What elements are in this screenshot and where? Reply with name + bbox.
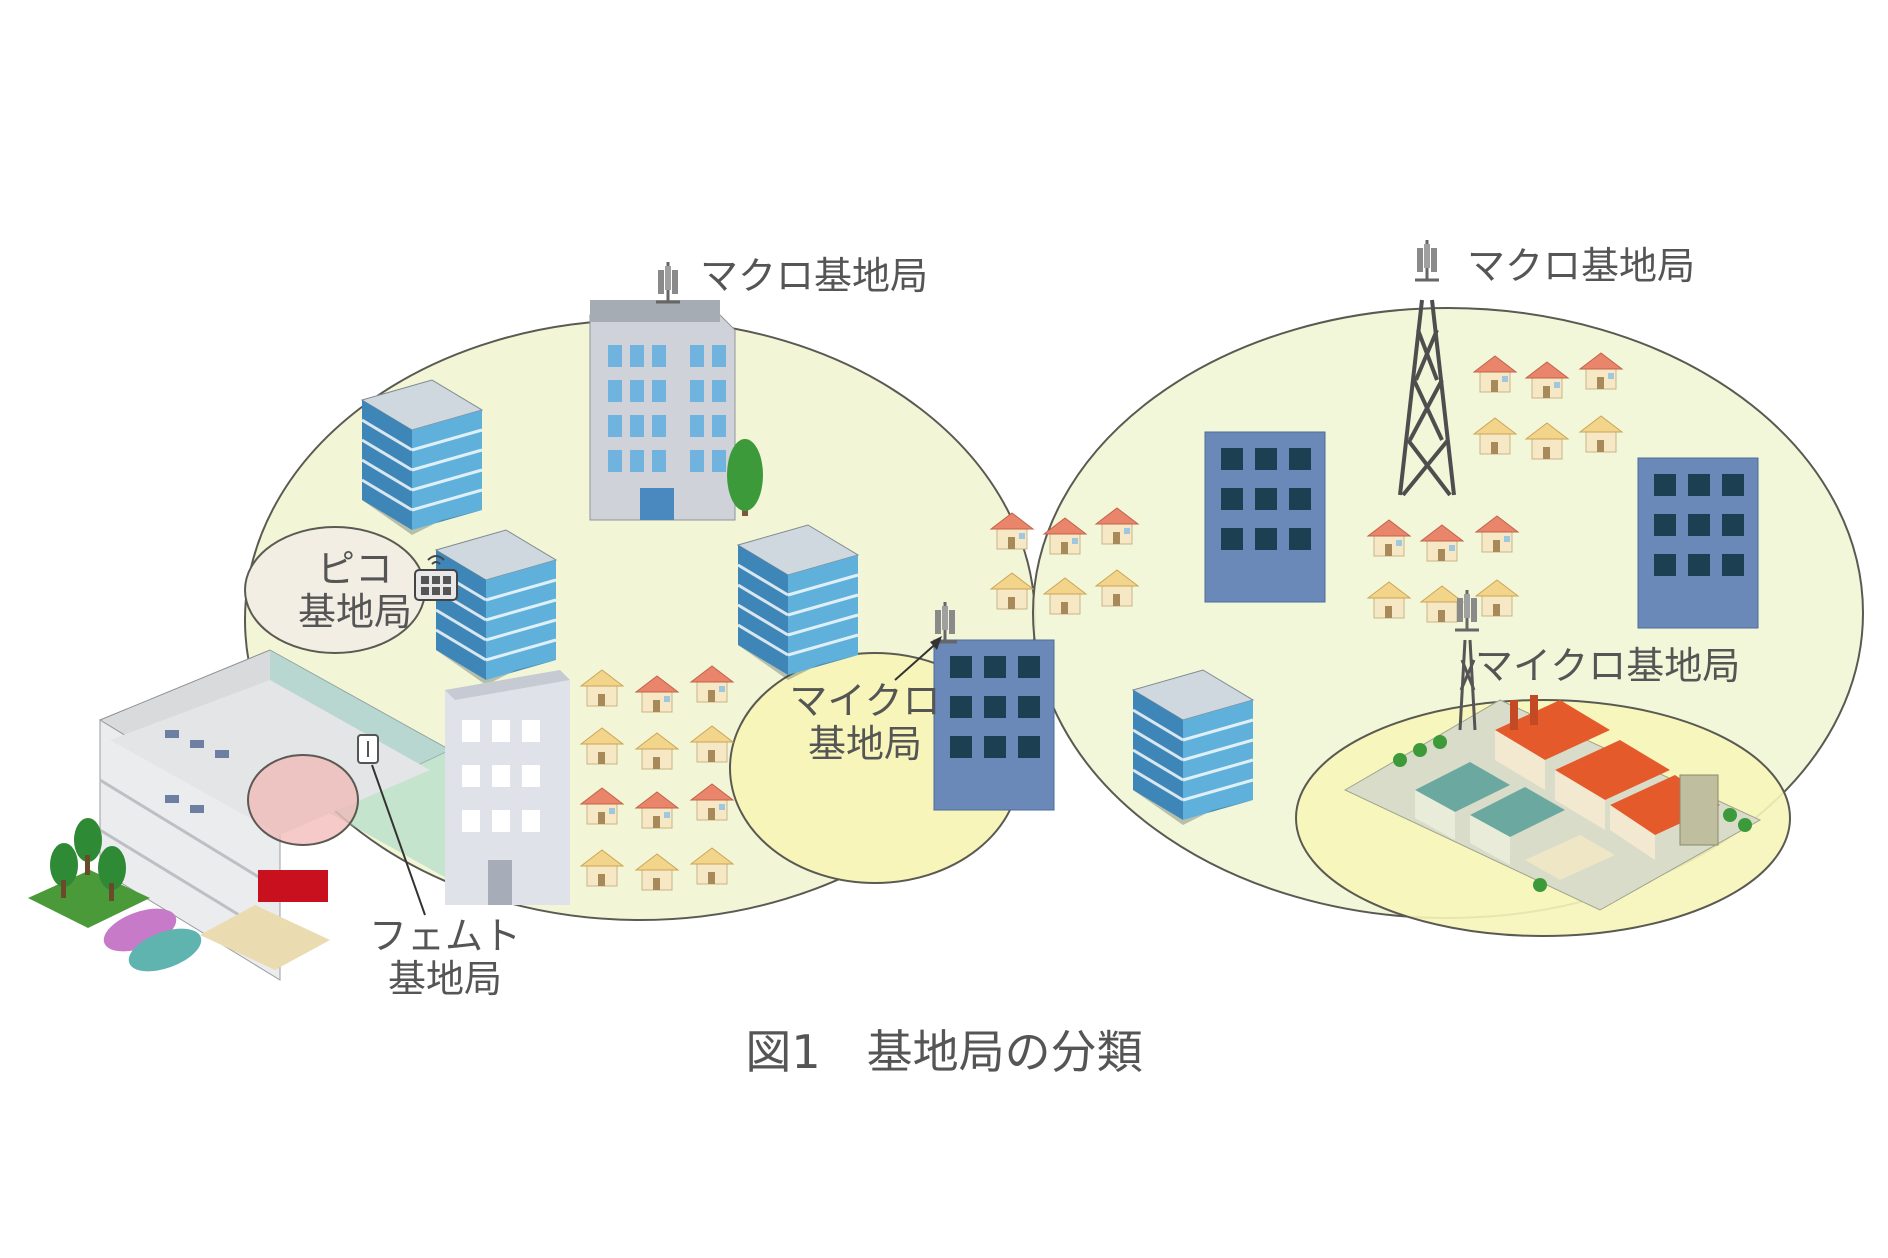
tree-icon: [727, 439, 763, 516]
office-building: [1131, 668, 1255, 827]
femto-label-line1: フェムト: [368, 914, 521, 958]
lattice-tower-icon: [1458, 639, 1477, 731]
blue-building: [1637, 457, 1759, 629]
macro-station-label-right: マクロ基地局: [1467, 244, 1696, 288]
micro-station-building-left: [933, 639, 1055, 811]
micro-label-line1: マイクロ: [789, 679, 941, 723]
lattice-tower-icon: [1398, 299, 1456, 497]
micro-pointer-arrow: [894, 639, 941, 681]
femto-cell: [247, 754, 359, 846]
femto-device-icon: [357, 734, 379, 764]
femto-station-label: フェムト 基地局: [365, 915, 525, 1000]
office-building: [434, 528, 558, 687]
femto-label-line2: 基地局: [387, 956, 502, 1001]
micro-station-label-right: マイクロ基地局: [1475, 644, 1741, 688]
pico-label-line1: ピコ: [316, 547, 393, 591]
antenna-tower-icon: [1413, 238, 1441, 282]
factory-complex: [1343, 695, 1762, 911]
figure-caption: 図1 基地局の分類: [745, 1025, 1143, 1079]
macro-station-building-left: [589, 300, 736, 521]
antenna-tower-icon: [654, 260, 682, 304]
pico-label-line2: 基地局: [297, 589, 412, 634]
commercial-building-complex: [98, 649, 452, 981]
blue-building: [1204, 431, 1326, 603]
trees: [28, 818, 150, 928]
gray-office-building: [445, 670, 570, 905]
micro-station-label-left: マイクロ 基地局: [780, 680, 950, 765]
femto-pointer-line: [371, 764, 426, 916]
wifi-device-icon: [414, 555, 458, 601]
office-building: [360, 378, 484, 537]
cars: [103, 908, 202, 972]
pico-station-label: ピコ 基地局: [290, 548, 420, 633]
macro-station-label-left: マクロ基地局: [700, 254, 929, 298]
office-building: [736, 523, 860, 682]
micro-label-line2: 基地局: [807, 721, 922, 766]
